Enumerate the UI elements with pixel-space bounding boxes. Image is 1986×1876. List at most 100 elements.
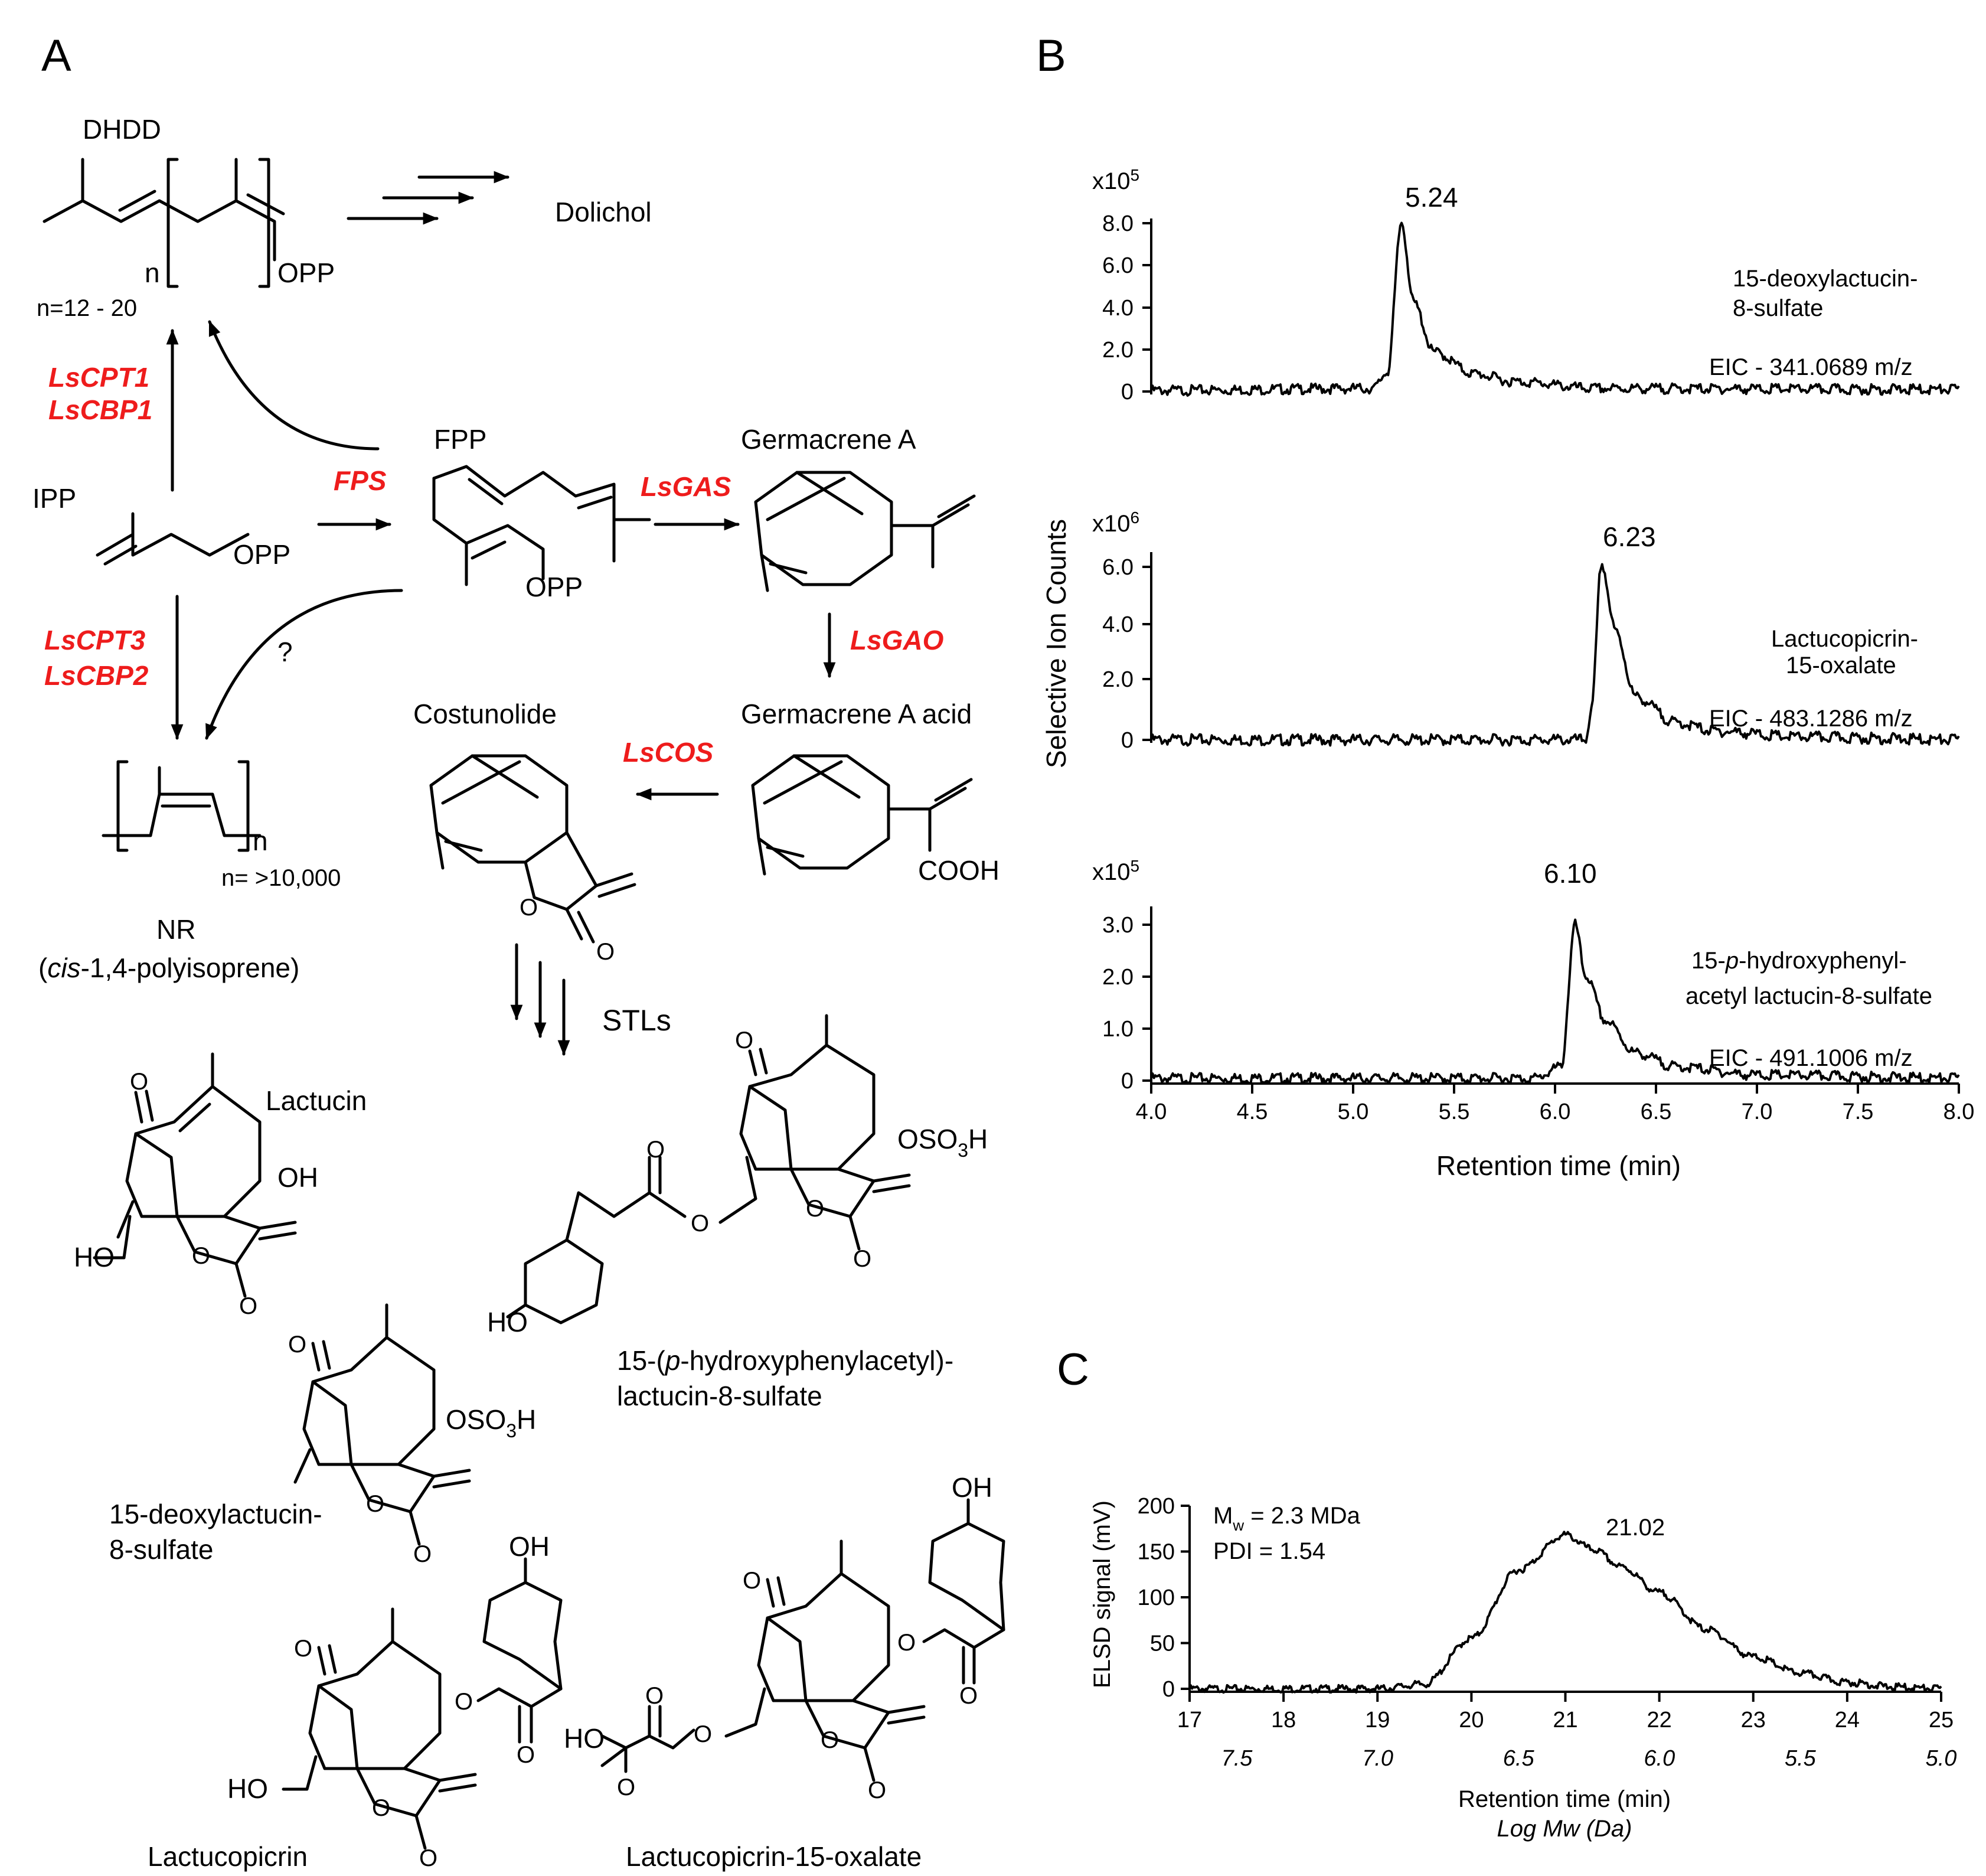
deoxylactucin-sulfate-structure	[293, 1303, 471, 1546]
trace-2-eic: EIC - 483.1286 m/z	[1709, 706, 1913, 732]
panel-c-xtick-label: 22	[1647, 1708, 1671, 1733]
trace-1-ytick: 2.0	[1102, 338, 1134, 363]
oxalate-ho: HO	[564, 1723, 605, 1754]
panel-b-chromatograms: Selective Ion Counts x105 0 2.0 4.0 6.0 …	[1041, 166, 1974, 1181]
lactucopicrin-ketone-o: O	[294, 1636, 312, 1662]
oxalate-link-o: O	[694, 1721, 712, 1747]
enzyme-lscpt1: LsCPT1	[48, 362, 149, 393]
panel-c-x2tick-label: 7.5	[1221, 1746, 1253, 1771]
panel-c-ytick-label: 100	[1138, 1585, 1175, 1610]
lactucopicrin-ester-carbonyl-o: O	[517, 1742, 535, 1768]
arrow-fpp-to-nr	[205, 589, 403, 740]
trace-1-ytick: 6.0	[1102, 253, 1134, 278]
panel-label-b: B	[1036, 31, 1066, 81]
trace-1-eic: EIC - 341.0689 m/z	[1709, 354, 1913, 380]
lactucin-label: Lactucin	[266, 1085, 367, 1116]
trace-3-name-line2: acetyl lactucin-8-sulfate	[1686, 983, 1932, 1009]
panel-b-xtick-label: 5.0	[1338, 1100, 1369, 1124]
panel-c-xtick-label: 20	[1459, 1708, 1484, 1733]
trace-1-yticks: 0 2.0 4.0 6.0 8.0	[1102, 211, 1151, 404]
trace-2-ytick: 2.0	[1102, 667, 1134, 692]
panel-b-xtick-label: 4.5	[1237, 1100, 1268, 1124]
panel-b-ylabel: Selective Ion Counts	[1041, 519, 1072, 768]
trace-2-name-line1: Lactucopicrin-	[1771, 626, 1918, 652]
lactucin-carbonyl-o: O	[239, 1293, 257, 1319]
ipp-structure	[96, 512, 250, 566]
panel-c-ylabel: ELSD signal (mV)	[1089, 1500, 1115, 1688]
hpal-structure	[506, 1014, 911, 1324]
panel-b-xlabel: Retention time (min)	[1436, 1150, 1681, 1181]
oxalate-ketone-o: O	[743, 1568, 761, 1594]
lactucopicrin-oh: OH	[509, 1531, 550, 1562]
deoxylactucin-name-line2: 8-sulfate	[109, 1534, 213, 1565]
trace-1-ytick: 0	[1121, 380, 1134, 404]
panel-c-line	[1188, 1531, 1942, 1694]
panel-b-xtick-label: 6.0	[1540, 1100, 1571, 1124]
dhdd-structure	[43, 158, 285, 288]
deoxylactucin-name-line1: 15-deoxylactucin-	[109, 1499, 322, 1529]
trace-2-line	[1150, 563, 1960, 747]
lactucin-structure	[93, 1052, 297, 1298]
panel-b-xtick-label: 8.0	[1943, 1100, 1975, 1124]
nr-n-subscript: n	[253, 826, 268, 856]
trace-2-peak-label: 6.23	[1603, 521, 1656, 552]
trace-1-peak-label: 5.24	[1405, 182, 1458, 213]
enzyme-lscpt3: LsCPT3	[44, 625, 146, 655]
trace-1-name-line2: 8-sulfate	[1733, 295, 1823, 321]
panel-c-ytick-label: 0	[1162, 1677, 1175, 1702]
trace-3-ytick: 1.0	[1102, 1017, 1134, 1042]
lactucopicrin-ho: HO	[227, 1773, 268, 1804]
trace-3-scale: x105	[1092, 857, 1139, 885]
trace-2-ytick: 0	[1121, 728, 1134, 753]
costunolide-carbonyl-o: O	[596, 939, 615, 965]
panel-c-pdi: PDI = 1.54	[1213, 1538, 1325, 1564]
deoxylactucin-ring-o: O	[366, 1491, 384, 1517]
oxalate-ester-o: O	[897, 1630, 916, 1656]
ipp-label: IPP	[32, 483, 76, 514]
oxalate-ester-carbonyl-o: O	[959, 1683, 978, 1709]
panel-c-xtick-label: 25	[1929, 1708, 1954, 1733]
lactucopicrin-carbonyl-o: O	[419, 1845, 437, 1871]
costunolide-structure	[429, 754, 636, 944]
trace-2-ytick: 6.0	[1102, 555, 1134, 580]
stls-arrows	[510, 943, 570, 1056]
nr-full-name: (cis-1,4-polyisoprene)	[38, 952, 299, 983]
panel-c-xtick-label: 18	[1271, 1708, 1296, 1733]
panel-c-peak-label: 21.02	[1606, 1515, 1665, 1541]
panel-c-x2tick-label: 5.0	[1926, 1746, 1957, 1771]
nr-label: NR	[156, 914, 195, 945]
trace-2-scale: x106	[1092, 508, 1139, 537]
enzyme-fps: FPS	[334, 465, 387, 496]
hpal-ho: HO	[487, 1307, 528, 1337]
dhdd-opp: OPP	[277, 257, 335, 288]
dolichol-label: Dolichol	[555, 197, 652, 227]
lactucin-oh: OH	[277, 1162, 318, 1193]
lactucopicrin-oxalate-name: Lactucopicrin-15-oxalate	[626, 1841, 922, 1872]
hpal-name-line2: lactucin-8-sulfate	[617, 1381, 822, 1411]
trace-3-eic: EIC - 491.1006 m/z	[1709, 1045, 1913, 1071]
panel-c-xlabel: Retention time (min)	[1458, 1786, 1671, 1812]
trace-1-line	[1150, 221, 1960, 397]
oxalate-oh: OH	[952, 1472, 992, 1503]
panel-label-a: A	[41, 31, 71, 81]
panel-c-ytick-label: 200	[1138, 1494, 1175, 1519]
panel-c-ytick-label: 150	[1138, 1540, 1175, 1565]
oxalate-carbonyl-o: O	[868, 1777, 886, 1803]
germacrene-a-label: Germacrene A	[741, 424, 916, 455]
trace-1: x105 0 2.0 4.0 6.0 8.0 5.24 15-deoxylact…	[1092, 166, 1960, 404]
hpal-osulfate: OSO3H	[897, 1124, 988, 1161]
panel-b-xtick-label: 7.0	[1742, 1100, 1773, 1124]
trace-1-ytick: 8.0	[1102, 211, 1134, 236]
enzyme-lsgas: LsGAS	[641, 471, 731, 502]
panel-c-xtick-label: 21	[1553, 1708, 1577, 1733]
germacrene-a-acid-structure	[751, 754, 973, 876]
pathway-diagram: DHDD n OPP n=12 - 20 Dolichol LsCPT1 LsC…	[32, 114, 1005, 1872]
panel-c-xtick-label: 23	[1741, 1708, 1766, 1733]
dolichol-arrows	[347, 171, 509, 225]
enzyme-lscbp1: LsCBP1	[48, 394, 152, 425]
costunolide-ring-o: O	[520, 895, 538, 921]
fpp-label: FPP	[434, 424, 486, 455]
oxalate-carbonyl2-o: O	[617, 1774, 635, 1800]
hpal-ketone-o: O	[735, 1027, 753, 1053]
